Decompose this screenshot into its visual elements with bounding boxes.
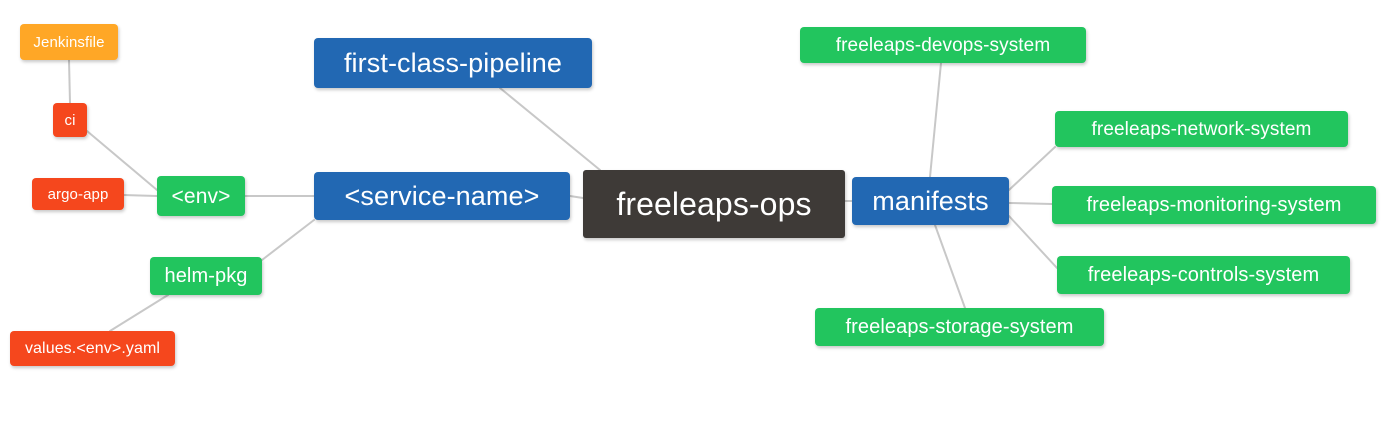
node-jenkinsfile[interactable]: Jenkinsfile (20, 24, 118, 60)
node-freeleaps-monitoring-system[interactable]: freeleaps-monitoring-system (1052, 186, 1376, 224)
node-freeleaps-storage-system[interactable]: freeleaps-storage-system (815, 308, 1104, 346)
node-values-yaml[interactable]: values.<env>.yaml (10, 331, 175, 366)
node-helm-pkg[interactable]: helm-pkg (150, 257, 262, 295)
edge-manifests-to-freeleaps-network-system (1008, 146, 1056, 191)
edge-first-class-pipeline-to-freeleaps-ops (499, 87, 601, 171)
node-freeleaps-controls-system[interactable]: freeleaps-controls-system (1057, 256, 1350, 294)
edge-jenkinsfile-to-ci (68, 59, 71, 104)
edge-service-name-to-freeleaps-ops (569, 195, 584, 199)
node-env[interactable]: <env> (157, 176, 245, 216)
edge-manifests-to-freeleaps-devops-system (929, 62, 942, 178)
edge-manifests-to-freeleaps-controls-system (1008, 215, 1058, 269)
node-ci[interactable]: ci (53, 103, 87, 137)
edge-manifests-to-freeleaps-storage-system (934, 224, 966, 309)
node-argo-app[interactable]: argo-app (32, 178, 124, 210)
node-freeleaps-devops-system[interactable]: freeleaps-devops-system (800, 27, 1086, 63)
node-freeleaps-network-system[interactable]: freeleaps-network-system (1055, 111, 1348, 147)
node-service-name[interactable]: <service-name> (314, 172, 570, 220)
edge-manifests-to-freeleaps-monitoring-system (1008, 202, 1053, 205)
node-freeleaps-ops[interactable]: freeleaps-ops (583, 170, 845, 238)
edge-helm-pkg-to-values-yaml (109, 294, 169, 332)
node-manifests[interactable]: manifests (852, 177, 1009, 225)
node-first-class-pipeline[interactable]: first-class-pipeline (314, 38, 592, 88)
edge-service-name-to-helm-pkg (261, 219, 315, 261)
edge-argo-app-to-env (123, 194, 158, 197)
